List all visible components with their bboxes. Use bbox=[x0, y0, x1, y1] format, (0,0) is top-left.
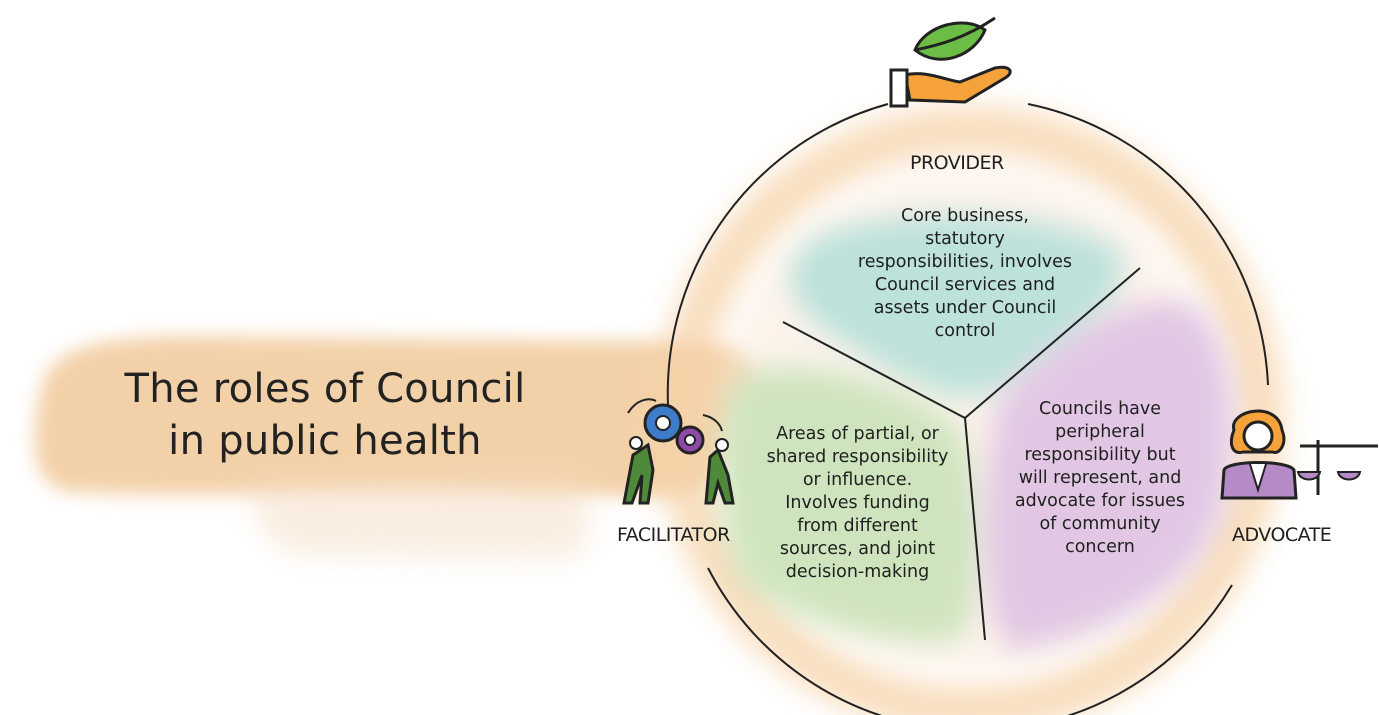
provider-desc-line: statutory bbox=[925, 229, 1005, 249]
top-left-arc bbox=[666, 103, 889, 406]
advocate-desc-line: Councils have bbox=[1038, 399, 1162, 419]
advocate-desc-line: concern bbox=[1065, 537, 1135, 557]
advocate-wash bbox=[983, 301, 1234, 650]
provider-description: Core business, statutory responsibilitie… bbox=[820, 205, 1110, 343]
title-brush-band bbox=[34, 336, 757, 498]
facilitator-description: Areas of partial, or shared responsibili… bbox=[745, 423, 970, 584]
leaf-hand-icon bbox=[885, 10, 1025, 110]
provider-desc-line: responsibilities, involves bbox=[857, 252, 1073, 272]
facilitator-desc-line: from different bbox=[797, 516, 918, 536]
facilitator-wash bbox=[720, 368, 979, 642]
provider-desc-line: control bbox=[934, 321, 996, 341]
facilitator-desc-line: decision-making bbox=[785, 562, 930, 582]
advocate-desc-line: responsibility but bbox=[1024, 445, 1176, 465]
provider-desc-line: Core business, bbox=[901, 206, 1029, 226]
advocate-label: ADVOCATE bbox=[1232, 524, 1332, 546]
top-right-arc bbox=[1027, 103, 1269, 386]
facilitator-desc-line: or influence. bbox=[802, 470, 913, 490]
divider-bottom bbox=[964, 417, 986, 641]
facilitator-label: FACILITATOR bbox=[617, 524, 730, 546]
divider-left bbox=[782, 321, 966, 419]
advocate-desc-line: peripheral bbox=[1055, 422, 1145, 442]
advocate-desc-line: of community bbox=[1039, 514, 1161, 534]
advocate-desc-line: will represent, and bbox=[1018, 468, 1182, 488]
provider-label: PROVIDER bbox=[910, 152, 1004, 174]
advocate-desc-line: advocate for issues bbox=[1014, 491, 1186, 511]
judge-scales-icon bbox=[1218, 400, 1379, 500]
gears-people-icon bbox=[618, 395, 743, 510]
facilitator-desc-line: Areas of partial, or bbox=[776, 424, 939, 444]
bottom-left-arc bbox=[707, 567, 1233, 715]
advocate-description: Councils have peripheral responsibility … bbox=[990, 398, 1210, 559]
facilitator-desc-line: Involves funding bbox=[785, 493, 930, 513]
title-line-2: in public health bbox=[168, 418, 482, 464]
provider-desc-line: assets under Council bbox=[873, 298, 1057, 318]
provider-wash bbox=[790, 214, 1124, 397]
divider-right bbox=[964, 267, 1141, 419]
title-line-1: The roles of Council bbox=[124, 366, 526, 412]
title-brush-fade bbox=[254, 470, 590, 560]
facilitator-desc-line: sources, and joint bbox=[779, 539, 936, 559]
provider-desc-line: Council services and bbox=[874, 275, 1056, 295]
facilitator-desc-line: shared responsibility bbox=[766, 447, 949, 467]
